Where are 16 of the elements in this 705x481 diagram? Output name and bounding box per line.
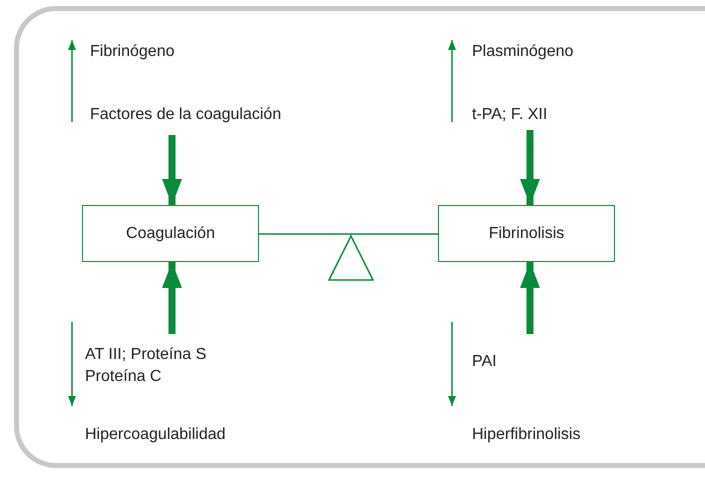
label-text: Hipercoagulabilidad — [85, 425, 226, 445]
thick-arrow — [520, 130, 540, 205]
process-box: Fibrinolisis — [438, 205, 615, 262]
factor-text: t-PA; F. XII — [472, 104, 572, 126]
thick-arrow — [162, 135, 182, 205]
factor-text: Factores de la coagulación — [90, 104, 320, 126]
label-text: Plasminógeno — [472, 42, 574, 62]
connector-line — [259, 233, 438, 235]
thick-arrow — [520, 262, 540, 334]
label-text: Hiperfibrinolisis — [472, 425, 580, 445]
fulcrum-triangle — [327, 234, 375, 282]
factor-text: AT III; Proteína S Proteína C — [85, 344, 235, 388]
label-text: Fibrinógeno — [90, 42, 174, 62]
thick-arrow — [162, 262, 182, 334]
factor-text: PAI — [472, 351, 512, 373]
process-box: Coagulación — [82, 205, 259, 262]
